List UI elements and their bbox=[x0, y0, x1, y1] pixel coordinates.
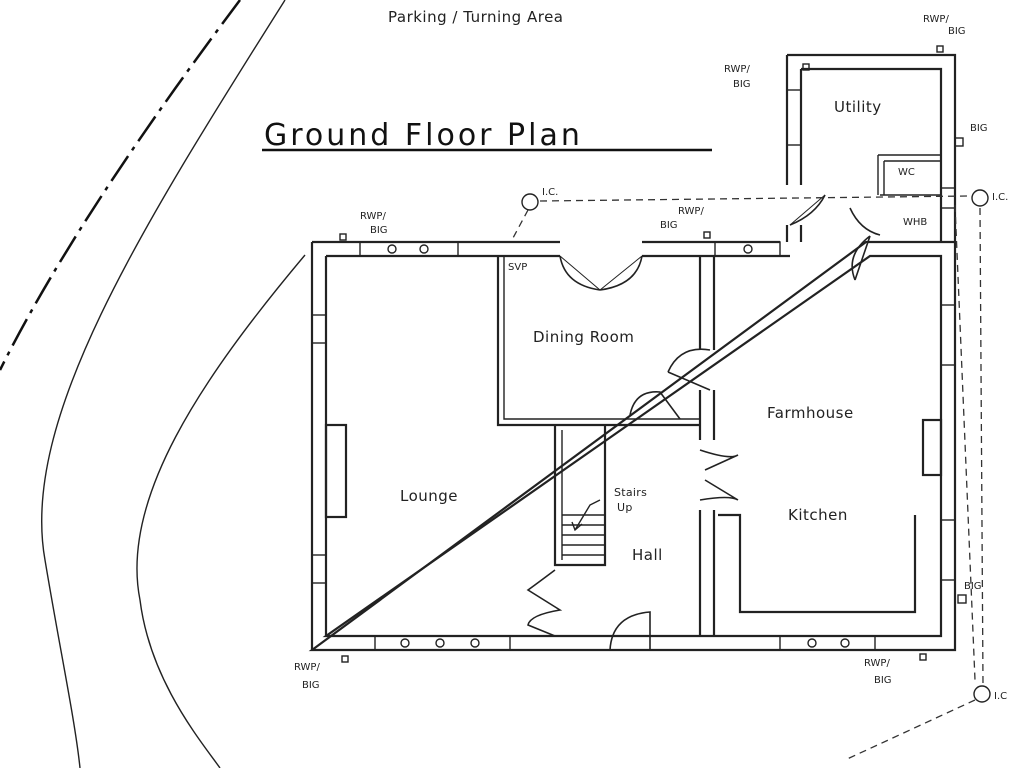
room-label-wc: WC bbox=[898, 167, 915, 178]
inspection-chamber-marker bbox=[973, 685, 991, 703]
utility-annex-walls bbox=[785, 53, 957, 242]
big-label: BIG bbox=[302, 680, 320, 691]
big-label: BIG bbox=[660, 220, 678, 231]
stair-treads bbox=[562, 499, 605, 556]
room-label-kitchen: Kitchen bbox=[788, 506, 848, 524]
room-label-hall: Hall bbox=[632, 546, 663, 564]
room-label-svp: SVP bbox=[508, 262, 527, 273]
ic-label: I.C. bbox=[542, 187, 558, 198]
inspection-chamber-marker bbox=[971, 189, 989, 207]
drainage-lines bbox=[339, 45, 991, 761]
ic-label: I.C. bbox=[992, 192, 1008, 203]
downpipe-annotations: RWP/ BIG RWP/ BIG BIG RWP/ BIG RWP/ BIG … bbox=[294, 14, 1008, 702]
inspection-chamber-marker bbox=[521, 193, 539, 211]
rwp-label: RWP/ bbox=[864, 658, 890, 669]
internal-walls bbox=[496, 256, 917, 636]
rwp-label: RWP/ bbox=[678, 206, 704, 217]
rwp-label: RWP/ bbox=[360, 211, 386, 222]
room-label-farmhouse: Farmhouse bbox=[767, 404, 854, 422]
ic-label: I.C bbox=[994, 691, 1007, 702]
room-label-utility: Utility bbox=[834, 98, 882, 116]
room-label-stairs-up: Up bbox=[617, 501, 633, 514]
big-label: BIG bbox=[964, 581, 982, 592]
road-edges bbox=[0, 0, 306, 768]
rwp-label: RWP/ bbox=[724, 64, 750, 75]
parking-label: Parking / Turning Area bbox=[388, 8, 564, 26]
rwp-label: RWP/ bbox=[923, 14, 949, 25]
rwp-label: RWP/ bbox=[294, 662, 320, 673]
room-label-lounge: Lounge bbox=[400, 487, 458, 505]
big-label: BIG bbox=[370, 225, 388, 236]
big-label: BIG bbox=[970, 123, 988, 134]
big-label: BIG bbox=[733, 79, 751, 90]
plan-title: Ground Floor Plan bbox=[264, 118, 583, 153]
door-swings bbox=[526, 194, 881, 651]
room-label-whb: WHB bbox=[903, 217, 927, 228]
main-house-walls bbox=[308, 240, 957, 652]
room-label-dining: Dining Room bbox=[533, 328, 634, 346]
big-label: BIG bbox=[874, 675, 892, 686]
room-label-stairs: Stairs bbox=[614, 486, 647, 499]
big-label: BIG bbox=[948, 26, 966, 37]
